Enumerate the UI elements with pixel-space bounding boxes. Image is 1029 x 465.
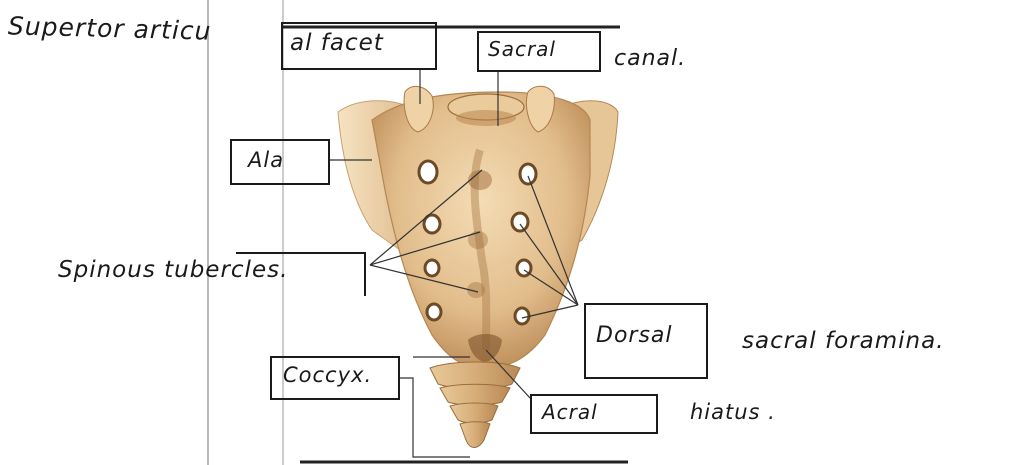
label-ala: Ala [248, 148, 284, 172]
label-sacral-canal-tail: canal. [614, 46, 686, 71]
dorsal-foramen [419, 161, 437, 183]
label-dorsal-sacral-foramina-box: Dorsal [596, 323, 673, 348]
dorsal-foramen [427, 304, 441, 320]
label-superior-articular-facet-part2: al facet [290, 30, 384, 56]
label-sacral-hiatus-tail: hiatus . [690, 400, 776, 424]
label-dorsal-sacral-foramina-tail: sacral foramina. [742, 328, 944, 354]
label-sacral-canal-box: Sacral [488, 37, 556, 61]
sacrum-bone [338, 86, 618, 368]
dorsal-foramen [425, 260, 439, 276]
dorsal-foramen [515, 308, 529, 324]
dorsal-foramen [512, 213, 528, 231]
label-coccyx: Coccyx. [283, 363, 372, 387]
coccyx-bone [430, 362, 520, 448]
label-superior-articular-facet-part1: Supertor articu [8, 11, 212, 45]
dorsal-foramen [520, 164, 536, 184]
label-spinous-tubercles: Spinous tubercles. [58, 257, 288, 283]
label-sacral-hiatus-box: Acral [542, 400, 598, 424]
